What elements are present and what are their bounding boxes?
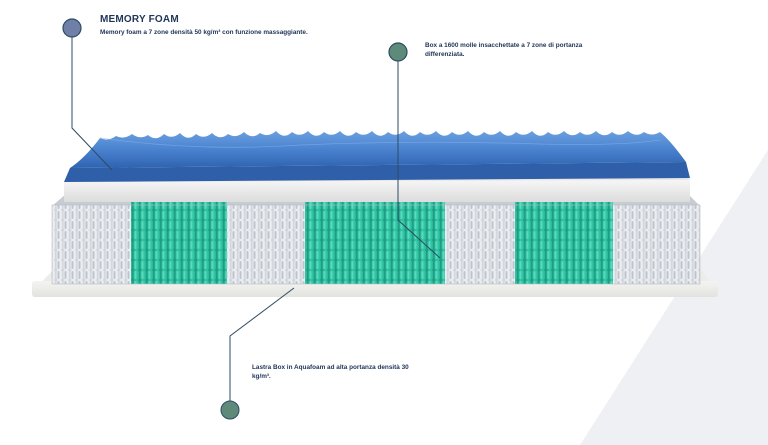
memory-foam-description: Memory foam a 7 zone densità 50 kg/m³ co… — [100, 29, 308, 36]
memory-foam-title: MEMORY FOAM — [100, 14, 179, 25]
memory-foam-callout: MEMORY FOAM Memory foam a 7 zone densità… — [100, 14, 320, 37]
callout-lines — [71, 28, 441, 410]
callout-line-memory — [71, 28, 113, 171]
lastra-callout: Lastra Box in Aquafoam ad alta portanza … — [252, 363, 422, 381]
background-shape — [580, 150, 768, 445]
callout-line-box — [397, 52, 441, 259]
lastra-description: Lastra Box in Aquafoam ad alta portanza … — [252, 364, 409, 380]
spring-zone-teal — [305, 198, 445, 284]
callout-line-lastra — [229, 287, 295, 410]
marker-springs — [388, 42, 408, 62]
marker-lastra — [220, 400, 240, 420]
marker-memory-foam — [62, 18, 82, 38]
memory-foam-layer — [64, 131, 690, 182]
spring-core — [51, 194, 701, 285]
springs-description: Box a 1600 molle insacchettate a 7 zone … — [425, 42, 583, 58]
spring-zone-teal — [131, 198, 227, 284]
spring-zone-teal — [515, 198, 613, 284]
springs-callout: Box a 1600 molle insacchettate a 7 zone … — [425, 41, 595, 59]
